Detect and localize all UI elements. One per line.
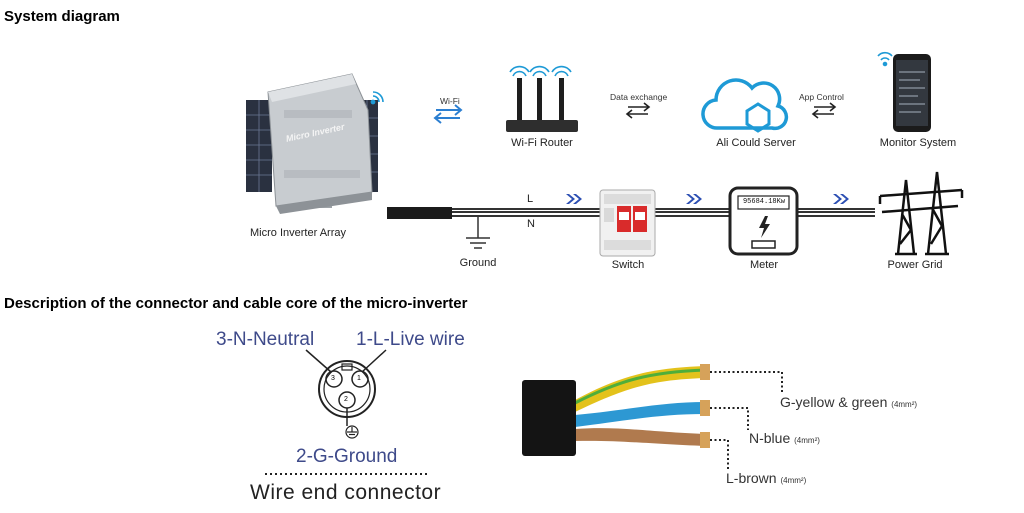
l-wire-size: (4mm²) xyxy=(780,476,807,485)
n-wire-label: N-blue (4mm²) xyxy=(749,430,820,446)
ground-symbol-icon xyxy=(466,216,490,249)
router-icon xyxy=(506,65,578,132)
connector-diagram xyxy=(265,349,783,475)
three-core-cable xyxy=(522,364,710,456)
micro-inverter-box xyxy=(267,73,373,214)
l-wire-label: L-brown (4mm²) xyxy=(726,470,806,486)
wifi-label: Wi-Fi xyxy=(440,96,460,106)
live-line-label: L xyxy=(527,193,534,205)
circuit-breaker-icon xyxy=(599,189,656,257)
smartphone-icon xyxy=(877,51,931,132)
server-label: Ali Could Server xyxy=(716,137,796,149)
data-exchange-arrows-icon xyxy=(625,102,651,119)
flow-arrow-icon xyxy=(833,194,849,204)
inverter-label: Micro Inverter Array xyxy=(250,227,346,239)
pin-number-3: 3 xyxy=(331,375,335,382)
earth-symbol-icon xyxy=(345,425,359,439)
n-wire-size: (4mm²) xyxy=(794,436,820,445)
flow-arrow-icon xyxy=(686,194,702,204)
app-control-arrows-icon xyxy=(811,102,837,119)
system-diagram xyxy=(246,51,964,257)
section-heading-connector: Description of the connector and cable c… xyxy=(4,295,468,312)
neutral-line-label: N xyxy=(527,218,535,230)
wire-end-connector-label: Wire end connector xyxy=(250,481,442,504)
ground-pin-label: 2-G-Ground xyxy=(296,446,398,467)
router-label: Wi-Fi Router xyxy=(511,137,573,149)
monitor-label: Monitor System xyxy=(879,137,957,149)
leader-lines xyxy=(710,371,783,470)
data-exchange-label: Data exchange xyxy=(610,92,668,102)
electric-meter-icon xyxy=(728,186,799,256)
neutral-pin-label: 3-N-Neutral xyxy=(216,329,315,350)
power-line xyxy=(387,207,875,219)
wifi-link-arrows-icon xyxy=(433,104,463,124)
meter-reading: 95684.18Kw xyxy=(742,198,785,206)
flow-arrow-icon xyxy=(566,194,582,204)
power-grid-label: Power Grid xyxy=(887,259,943,271)
meter-label: Meter xyxy=(749,259,779,271)
cloud-server-icon xyxy=(701,78,789,133)
section-heading-system: System diagram xyxy=(4,8,120,25)
g-wire-label: G-yellow & green (4mm²) xyxy=(780,394,917,410)
connector-face-icon xyxy=(318,360,376,426)
app-control-label: App Control xyxy=(799,92,844,102)
pin-number-2: 2 xyxy=(344,396,348,403)
wifi-icon xyxy=(370,91,384,105)
g-wire-size: (4mm²) xyxy=(891,400,918,409)
live-pin-label: 1-L-Live wire xyxy=(356,329,465,350)
switch-label: Switch xyxy=(611,259,645,271)
l-wire-name: L-brown xyxy=(726,470,777,486)
power-pylon-icon xyxy=(878,171,964,256)
ground-label: Ground xyxy=(459,257,497,269)
g-wire-name: G-yellow & green xyxy=(780,394,888,410)
pin-number-1: 1 xyxy=(357,375,361,382)
n-wire-name: N-blue xyxy=(749,430,791,446)
